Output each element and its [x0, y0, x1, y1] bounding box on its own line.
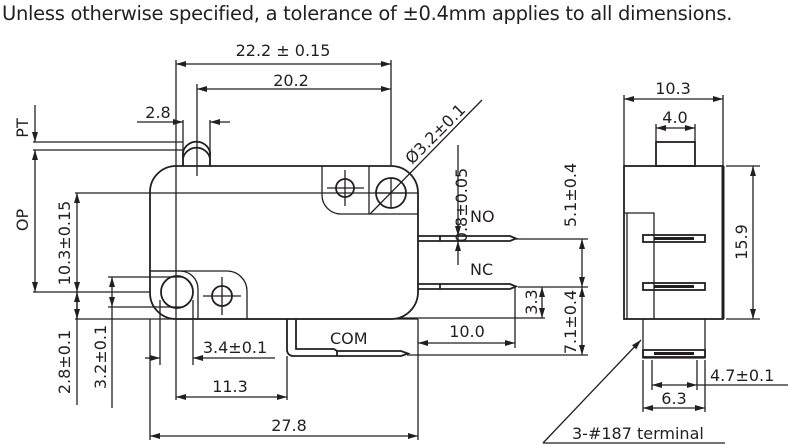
dim-6-3: 6.3	[661, 389, 686, 408]
dim-3-2-slot: 3.2±0.1	[91, 325, 110, 389]
dim-7-1: 7.1±0.4	[561, 290, 580, 354]
label-no: NO	[470, 207, 495, 226]
dim-27-8: 27.8	[271, 416, 307, 435]
dim-4-0: 4.0	[662, 108, 687, 127]
dim-5-1: 5.1±0.4	[561, 163, 580, 227]
dim-20-2: 20.2	[273, 71, 309, 90]
side-plunger	[655, 141, 696, 167]
dim-2-8: 2.8	[145, 103, 170, 122]
dim-3-4: 3.4±0.1	[203, 338, 267, 357]
terminal-nc	[418, 283, 519, 290]
terminal-com	[286, 319, 411, 357]
dim-10-3: 10.3±0.15	[55, 201, 74, 286]
label-nc: NC	[470, 260, 493, 279]
dim-4-7: 4.7±0.1	[710, 366, 774, 385]
dim-11-3: 11.3	[212, 377, 248, 396]
label-pt: PT	[13, 118, 32, 138]
side-terminal-1	[642, 234, 706, 243]
side-view	[542, 95, 788, 444]
side-terminal-2	[642, 282, 706, 291]
tolerance-note: Unless otherwise specified, a tolerance …	[2, 2, 733, 25]
dim-22-2: 22.2 ± 0.15	[236, 41, 331, 60]
side-terminal-3	[642, 349, 706, 358]
switch-body	[149, 165, 419, 320]
label-com: COM	[330, 329, 368, 348]
mount-slot	[160, 275, 194, 309]
dim-hole-diameter: Ø3.2±0.1	[401, 100, 469, 168]
dim-10-0: 10.0	[449, 322, 485, 341]
dim-15-9: 15.9	[732, 224, 751, 260]
dim-3-3: 3.3	[522, 289, 541, 314]
dim-10-3-width: 10.3	[655, 79, 691, 98]
dim-0-8: 0.8±0.05	[452, 168, 471, 242]
front-dimensions	[32, 60, 588, 440]
dim-2-8-hole: 2.8±0.1	[55, 330, 74, 394]
terminal-note: 3-#187 terminal	[572, 424, 704, 443]
label-op: OP	[13, 209, 32, 232]
